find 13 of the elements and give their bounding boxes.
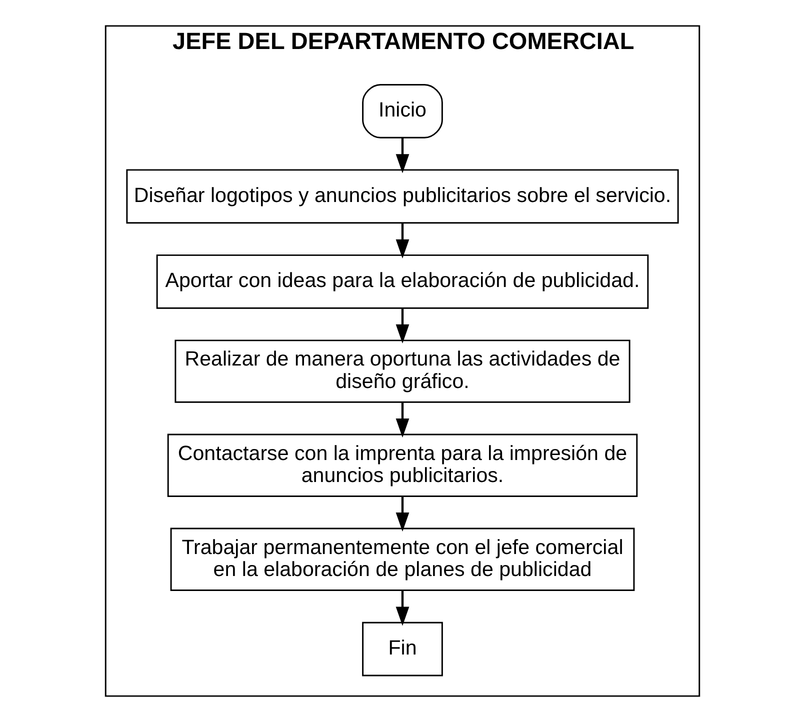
node-box: Realizar de manera oportuna las actividades de diseño gráfico.	[174, 340, 630, 403]
node-box: Trabajar permanentemente con el jefe comercial en la elaboración de planes de publicidad	[170, 528, 634, 591]
node-box: Inicio	[362, 84, 442, 138]
node-box: Contactarse con la imprenta para la impresión de anuncios publicitarios.	[166, 434, 638, 497]
arrow	[395, 223, 409, 259]
arrow	[395, 402, 409, 438]
node-box: Diseñar logotipos y anuncios publicitarios sobre el servicio.	[126, 169, 678, 224]
arrow	[395, 590, 409, 626]
node-box: Aportar con ideas para la elaboración de publicidad.	[156, 254, 648, 309]
arrow	[395, 138, 409, 174]
arrow	[395, 308, 409, 344]
node-box: Fin	[362, 622, 442, 676]
arrow	[395, 496, 409, 532]
